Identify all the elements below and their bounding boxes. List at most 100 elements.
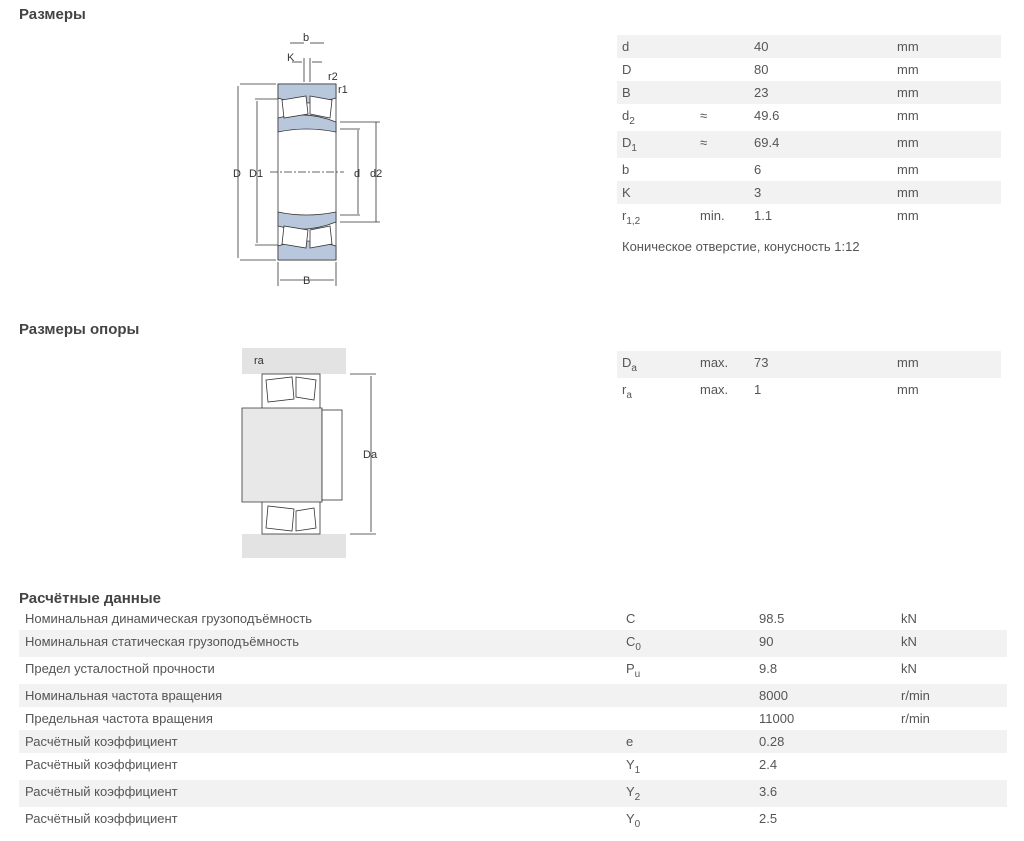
label-K: K [287, 52, 295, 64]
symbol-main: C [626, 634, 636, 649]
symbol: d2 [622, 108, 635, 127]
table-row: Расчётный коэффициент Y2 3.6 [19, 780, 1007, 807]
symbol-main: D [622, 135, 632, 150]
symbol-sub: 1,2 [626, 216, 641, 227]
table-row: Предел усталостной прочности Pu 9.8 kN [19, 657, 1007, 684]
label-r1: r1 [338, 84, 348, 96]
unit: mm [897, 85, 919, 100]
symbol-main: Y [626, 784, 635, 799]
label-D: D [233, 168, 241, 180]
unit: kN [901, 634, 917, 649]
unit: mm [897, 108, 919, 123]
value: 3 [754, 185, 762, 200]
symbol-sub: 2 [629, 116, 635, 127]
label-b: b [303, 32, 309, 44]
symbol: Pu [626, 661, 640, 680]
table-row: K 3 mm [617, 181, 1001, 204]
symbol: B [622, 85, 631, 100]
qualifier: ≈ [700, 135, 708, 150]
value: 98.5 [759, 611, 785, 626]
symbol-sub: a [631, 363, 637, 374]
label: Расчётный коэффициент [25, 757, 178, 772]
value: 11000 [759, 711, 795, 726]
table-row: Номинальная динамическая грузоподъёмност… [19, 607, 1007, 630]
unit: mm [897, 162, 919, 177]
value: 6 [754, 162, 762, 177]
symbol-main: Y [626, 811, 635, 826]
qualifier: ≈ [700, 108, 708, 123]
table-row: Расчётный коэффициент Y1 2.4 [19, 753, 1007, 780]
value: 8000 [759, 688, 788, 703]
value: 1 [754, 382, 762, 397]
symbol-main: K [622, 185, 631, 200]
symbol-sub: u [634, 669, 641, 680]
unit: mm [897, 185, 919, 200]
symbol-main: B [622, 85, 631, 100]
symbol: ra [622, 382, 632, 401]
label-d: d [354, 168, 360, 180]
value: 90 [759, 634, 774, 649]
unit: r/min [901, 688, 930, 703]
qualifier: max. [700, 382, 729, 397]
symbol: Y0 [626, 811, 640, 830]
bearing-dimensions-diagram: b K r2 r1 D D1 d d2 B [233, 32, 382, 287]
symbol-sub: 2 [634, 792, 641, 803]
table-row: b 6 mm [617, 158, 1001, 181]
label: Номинальная частота вращения [25, 688, 223, 703]
label: Расчётный коэффициент [25, 811, 178, 826]
qualifier: min. [700, 208, 725, 223]
value: 1.1 [754, 208, 773, 223]
unit: mm [897, 355, 919, 370]
symbol-main: b [622, 162, 630, 177]
symbol: Y1 [626, 757, 640, 776]
label-ra: ra [254, 355, 265, 367]
symbol-sub: 0 [634, 819, 641, 830]
calc-heading: Расчётные данные [19, 590, 162, 607]
value: 2.4 [759, 757, 778, 772]
unit: kN [901, 661, 917, 676]
label: Предел усталостной прочности [25, 661, 215, 676]
table-row: Номинальная статическая грузоподъёмность… [19, 630, 1007, 657]
tapered-bore-note: Коническое отверстие, конусность 1:12 [622, 239, 860, 254]
label: Номинальная динамическая грузоподъёмност… [25, 611, 313, 626]
symbol-main: d [622, 108, 630, 123]
table-row: d2 ≈49.6 mm [617, 104, 1001, 131]
symbol: Da [622, 355, 637, 374]
value: 69.4 [754, 135, 780, 150]
symbol-main: Y [626, 757, 635, 772]
symbol-sub: 0 [635, 642, 641, 653]
symbol: b [622, 162, 629, 177]
label: Расчётный коэффициент [25, 734, 178, 749]
value: 49.6 [754, 108, 780, 123]
label-Da: Da [363, 449, 378, 461]
label: Расчётный коэффициент [25, 784, 178, 799]
dimensions-heading: Размеры [19, 6, 86, 23]
symbol: C [626, 611, 635, 626]
value: 3.6 [759, 784, 778, 799]
symbol: K [622, 185, 631, 200]
unit: mm [897, 382, 919, 397]
value: 9.8 [759, 661, 778, 676]
abutment-heading: Размеры опоры [19, 321, 140, 338]
symbol-sub: a [626, 390, 632, 401]
symbol-main: d [622, 39, 630, 54]
symbol-main: C [626, 611, 636, 626]
symbol: D [622, 62, 631, 77]
unit: mm [897, 135, 919, 150]
value: 40 [754, 39, 769, 54]
unit: mm [897, 62, 919, 77]
symbol-main: D [622, 62, 632, 77]
unit: r/min [901, 711, 930, 726]
table-row: D1 ≈69.4 mm [617, 131, 1001, 158]
symbol-main: D [622, 355, 632, 370]
symbol: C0 [626, 634, 641, 653]
unit: kN [901, 611, 917, 626]
symbol: D1 [622, 135, 637, 154]
